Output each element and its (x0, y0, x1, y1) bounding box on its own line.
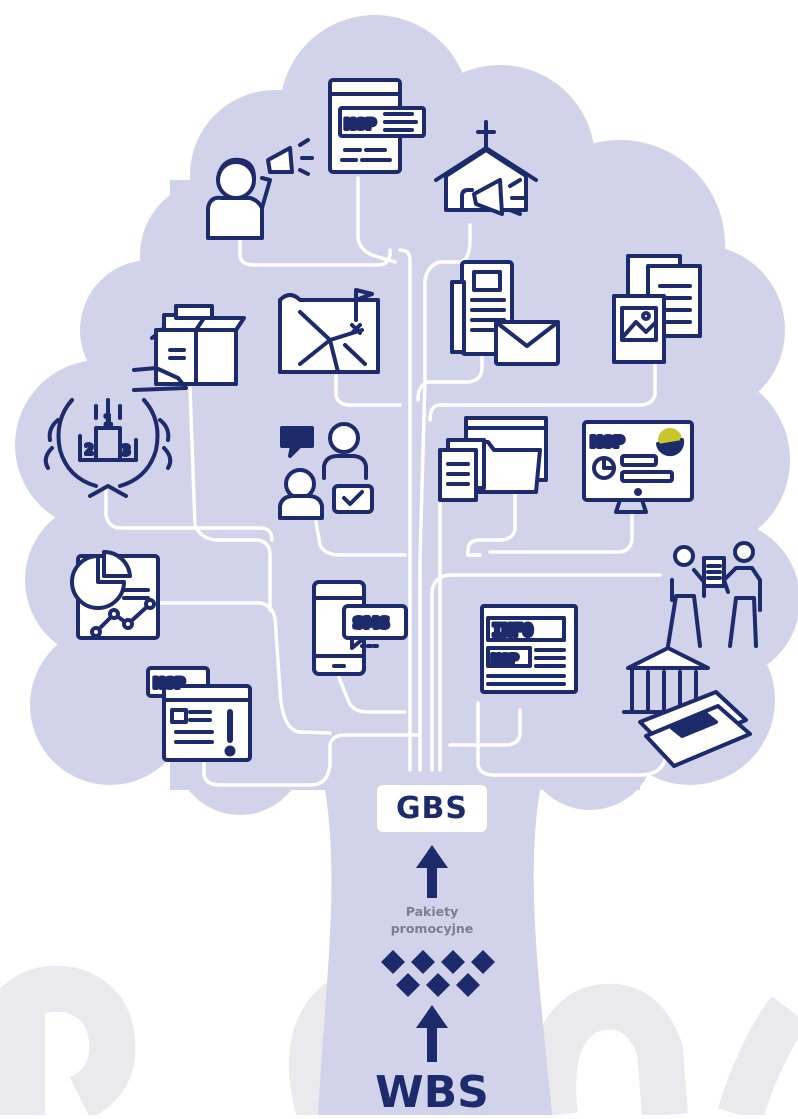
award-place-2: 2 (85, 443, 93, 458)
promo-packages-line1: Pakiety (405, 904, 459, 919)
building-newspapers-icon (622, 646, 752, 768)
gbs-label: GBS (395, 791, 469, 826)
info-newspaper-info-text: INFO (492, 621, 533, 641)
smartphone-sms-icon (312, 580, 408, 676)
branch-lines (104, 176, 670, 787)
person-megaphone-icon (206, 138, 314, 240)
promo-packages-caption: Pakiety promocyjne (372, 903, 492, 937)
people-handing-document-icon (666, 541, 762, 648)
award-place-3: 3 (122, 444, 130, 459)
award-place-1: 1 (104, 414, 112, 429)
smartphone-sms-text: SMS (353, 614, 390, 632)
promo-packages-line2: promocyjne (390, 921, 474, 936)
monitor-nsp-text: NSP (590, 433, 624, 451)
arrow-wbs-icon (416, 1005, 448, 1062)
web-page-nsp-text: NSP (344, 117, 376, 133)
people-chat-icon (278, 422, 374, 520)
report-charts-icon (70, 549, 160, 640)
diamond-cluster (381, 950, 495, 997)
folders-documents-icon (438, 416, 548, 502)
church-megaphone-icon (434, 120, 538, 216)
info-newspaper-icon (480, 604, 578, 694)
documents-image-icon (612, 254, 702, 364)
boxes-delivery-icon (132, 304, 246, 392)
arrow-gbs-icon (416, 845, 448, 898)
gbs-node: GBS (377, 785, 487, 832)
wbs-label: WBS (375, 1067, 489, 1118)
web-alert-nsp-icon (146, 666, 252, 762)
web-page-nsp-icon (328, 78, 426, 174)
newspaper-envelope-icon (450, 260, 560, 366)
wbs-node: WBS (357, 1060, 507, 1115)
monitor-nsp-icon (582, 420, 694, 514)
award-podium-icon (43, 398, 173, 498)
web-alert-nsp-text: NSP (153, 676, 185, 692)
map-flag-icon (278, 288, 380, 374)
info-newspaper-nsp-text: NSP (491, 652, 519, 666)
